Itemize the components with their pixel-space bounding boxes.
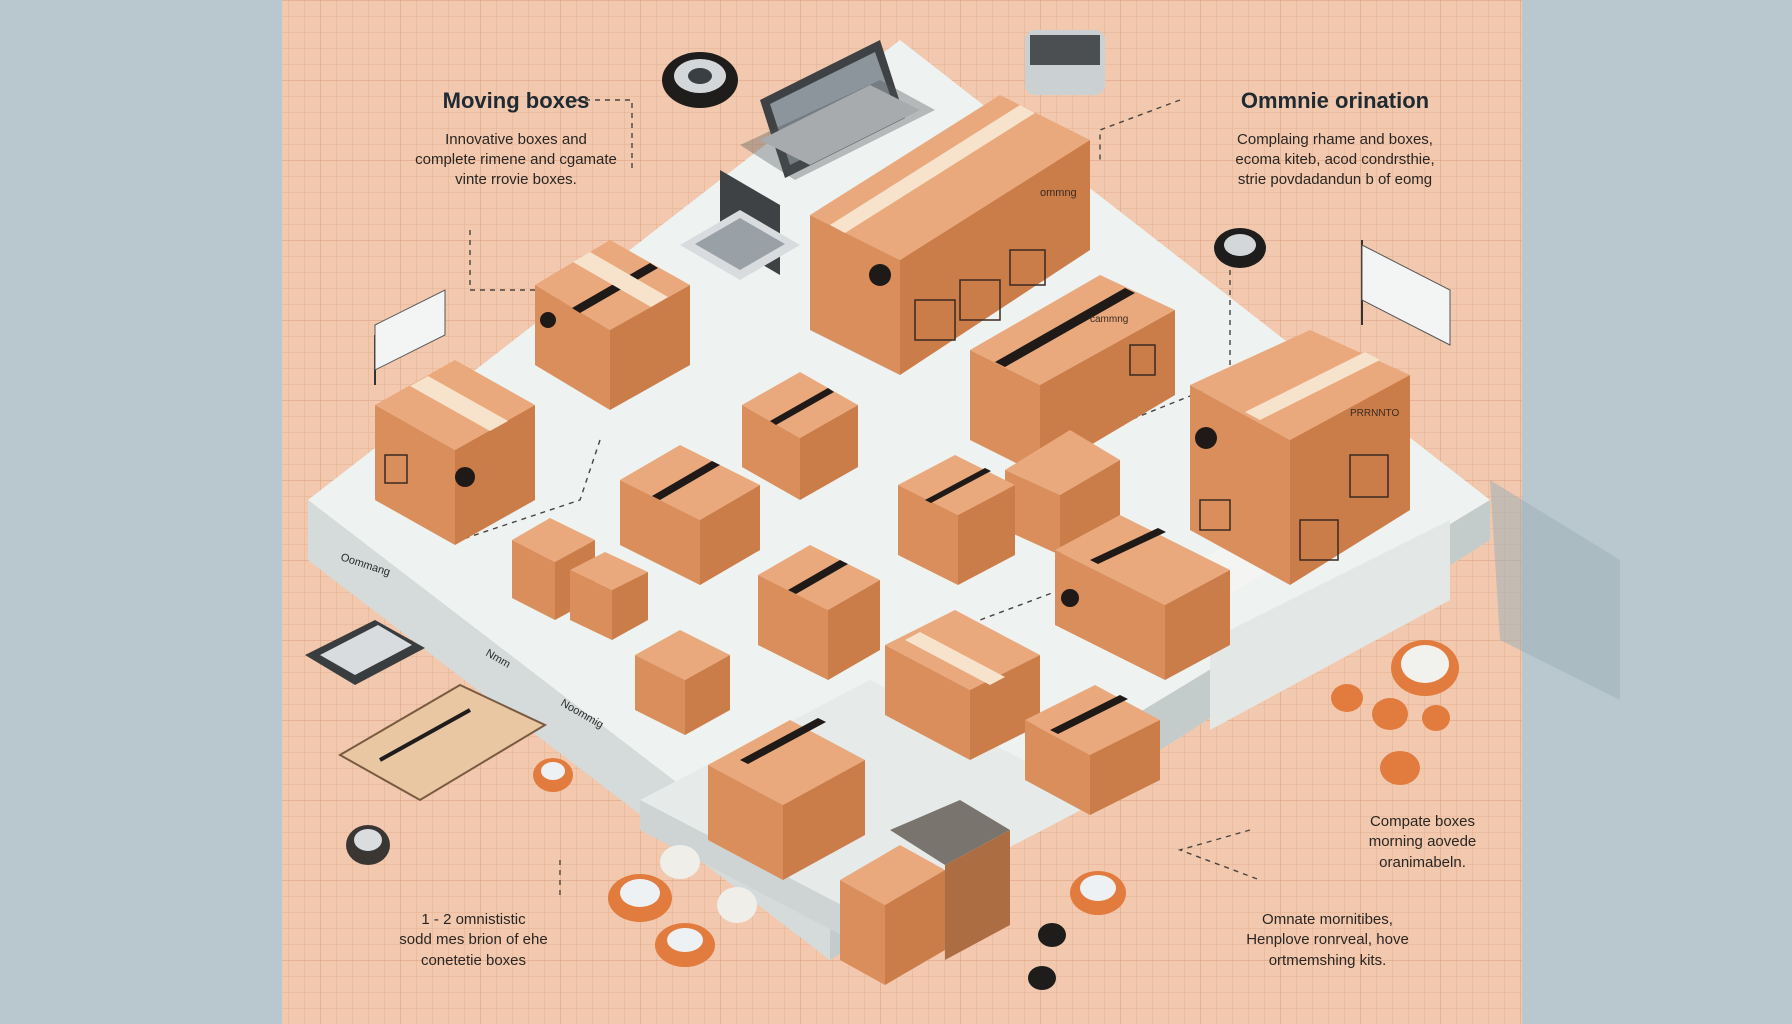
caption-line: 1 - 2 omnististic: [421, 911, 526, 928]
box-front-middle: [885, 610, 1040, 760]
tape-rolls-bottom-left: [346, 758, 757, 967]
box-large-back: ommng: [810, 95, 1090, 375]
caption-line: conetetie boxes: [420, 951, 527, 969]
caption-heading-moving-boxes: Moving boxes: [442, 88, 590, 113]
platform-shadow: [1490, 480, 1620, 700]
caption-line: complete rimene and cgamate: [415, 150, 617, 168]
box-small-under-mid: [1005, 430, 1120, 555]
caption-line: ortmemshing kits.: [1268, 951, 1387, 969]
caption-line: morning aovede: [1368, 833, 1477, 851]
tape-rolls-right: [1028, 640, 1459, 990]
box-stack-center-right: [898, 455, 1015, 585]
laptop-top: [740, 40, 935, 180]
box-label-mid: cammng: [1090, 314, 1128, 325]
card-tablet-icon: [305, 620, 425, 685]
caption-line: strie povdadandun b of eomg: [1237, 171, 1433, 189]
caption-line: Innovative boxes and: [445, 130, 587, 148]
box-left-top: [535, 240, 690, 410]
tape-roll-right-icon: [1214, 228, 1266, 268]
box-right-middle: [1055, 515, 1230, 680]
caption-line: Complaing rhame and boxes,: [1237, 130, 1433, 148]
caption-top-right: Ommnie orination Complaing rhame and box…: [1200, 86, 1470, 190]
caption-line: oranimabeln.: [1379, 853, 1466, 871]
toolkit-tray-icon: [337, 683, 548, 802]
box-center-front: [758, 545, 880, 680]
box-lower-left: [635, 630, 730, 735]
box-far-left: [375, 360, 535, 545]
box-small-left-2: [570, 552, 648, 640]
laptop-middle: [680, 170, 800, 280]
box-center-small: [742, 372, 858, 500]
tape-roll-top-icon: [662, 52, 738, 108]
caption-bottom-left: 1 - 2 omnististic sodd mes brion of ehe …: [366, 910, 581, 971]
box-center: [620, 445, 760, 585]
caption-top-left: Moving boxes Innovative boxes and comple…: [376, 86, 656, 190]
box-label-right: PRRNNTO: [1350, 408, 1399, 419]
caption-line: Omnate mornitibes,: [1262, 911, 1393, 928]
mesh-basket-icon: [1025, 30, 1105, 95]
sign-left-icon: [374, 289, 446, 385]
box-front-right: [1025, 685, 1160, 815]
left-side-panel: [0, 0, 282, 1024]
caption-line: Compate boxes: [1369, 813, 1476, 830]
caption-line: sodd mes brion of ehe: [399, 931, 548, 949]
box-front-left: [708, 718, 865, 880]
caption-line: Henplove ronrveal, hove: [1246, 931, 1409, 949]
caption-line: ecoma kiteb, acod condrsthie,: [1235, 150, 1435, 168]
box-label-big: ommng: [1040, 187, 1077, 199]
caption-mid-right: Compate boxes morning aovede oranimabeln…: [1330, 812, 1515, 873]
right-side-panel: [1522, 0, 1792, 1024]
caption-line: vinte rrovie boxes.: [455, 171, 577, 189]
sign-right-icon: [1361, 240, 1451, 346]
box-large-right: PRRNNTO: [1190, 330, 1410, 585]
box-bottom-stack: [840, 800, 1010, 985]
caption-heading-ommnie-orination: Ommnie orination: [1240, 88, 1430, 113]
caption-bottom-right: Omnate mornitibes, Henplove ronrveal, ho…: [1225, 910, 1430, 971]
